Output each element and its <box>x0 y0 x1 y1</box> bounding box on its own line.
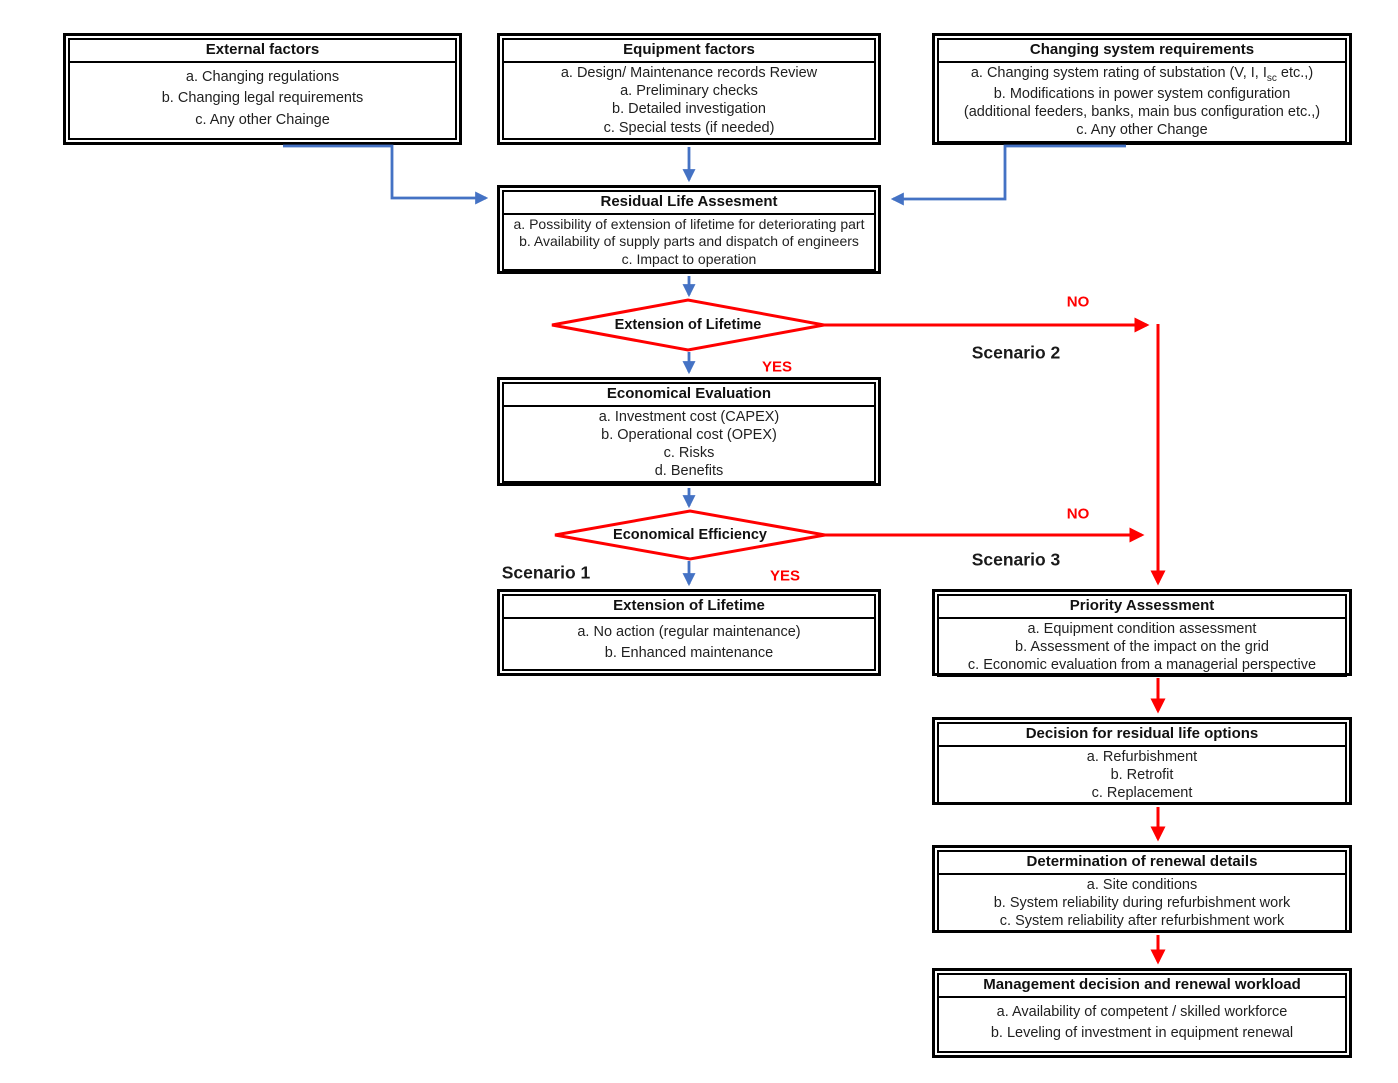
label-no-2: NO <box>1066 505 1090 523</box>
box-item: d. Benefits <box>654 463 724 480</box>
box-item: b. Retrofit <box>1110 766 1174 783</box>
box-item: b. Modifications in power system configu… <box>993 86 1291 103</box>
box-item: c. System reliability after refurbishmen… <box>999 913 1285 929</box>
box-residual-life-title: Residual Life Assesment <box>502 190 876 215</box>
box-decision-residual-life-options: Decision for residual life options a. Re… <box>932 717 1352 806</box>
box-extension-result-title: Extension of Lifetime <box>502 594 876 619</box>
box-item: a. No action (regular maintenance) <box>577 623 801 640</box>
label-scenario-3: Scenario 3 <box>971 549 1061 570</box>
box-item: c. Special tests (if needed) <box>603 119 775 136</box>
box-item: b. Operational cost (OPEX) <box>601 426 777 443</box>
box-item: b. System reliability during refurbishme… <box>993 894 1291 911</box>
box-priority-assessment-title: Priority Assessment <box>937 594 1347 619</box>
box-item: a. Availability of competent / skilled w… <box>996 1003 1288 1020</box>
box-management-title: Management decision and renewal workload <box>937 973 1347 998</box>
connector-changing-to-residual <box>890 144 1126 206</box>
box-item: b. Assessment of the impact on the grid <box>1015 638 1269 655</box>
box-economical-evaluation-body: a. Investment cost (CAPEX) b. Operationa… <box>502 406 876 484</box>
box-item: a. Possibility of extension of lifetime … <box>513 215 865 232</box>
connector-external-to-residual <box>283 144 489 205</box>
box-priority-assessment-body: a. Equipment condition assessment b. Ass… <box>937 618 1347 678</box>
box-changing-system-body: a. Changing system rating of substation … <box>937 62 1347 143</box>
box-item: b. Availability of supply parts and disp… <box>519 233 859 250</box>
box-item: c. Replacement <box>1091 785 1193 801</box>
box-determination-body: a. Site conditions b. System reliability… <box>937 874 1347 934</box>
box-item: c. Economic evaluation from a managerial… <box>967 657 1317 673</box>
box-item: a. Preliminary checks <box>620 83 758 100</box>
box-priority-assessment: Priority Assessment a. Equipment conditi… <box>932 589 1352 678</box>
item-subscript: sc <box>1266 72 1277 84</box>
box-residual-life-assesment: Residual Life Assesment a. Possibility o… <box>497 185 881 274</box>
label-yes-2: YES <box>769 567 801 585</box>
box-changing-system-title: Changing system requirements <box>937 38 1347 63</box>
label-scenario-2: Scenario 2 <box>971 342 1061 363</box>
box-item: a. Refurbishment <box>1086 748 1198 765</box>
box-management-body: a. Availability of competent / skilled w… <box>937 997 1347 1053</box>
label-scenario-1: Scenario 1 <box>501 562 591 583</box>
box-equipment-factors: Equipment factors a. Design/ Maintenance… <box>497 33 881 145</box>
label-yes-1: YES <box>761 358 793 376</box>
box-item: c. Risks <box>663 445 715 461</box>
box-external-factors: External factors a. Changing regulations… <box>63 33 462 145</box>
item-text: a. Changing system rating of substation … <box>970 64 1267 81</box>
box-determination-title: Determination of renewal details <box>937 850 1347 875</box>
box-external-factors-title: External factors <box>68 38 457 63</box>
box-external-factors-body: a. Changing regulations b. Changing lega… <box>68 62 457 140</box>
diamond-economical-efficiency-label: Economical Efficiency <box>613 527 767 543</box>
box-changing-system-requirements: Changing system requirements a. Changing… <box>932 33 1352 145</box>
item-text: etc.,) <box>1276 64 1314 81</box>
box-item: (additional feeders, banks, main bus con… <box>963 104 1321 121</box>
box-item: b. Enhanced maintenance <box>604 644 774 661</box>
box-extension-of-lifetime-result: Extension of Lifetime a. No action (regu… <box>497 589 881 676</box>
box-economical-evaluation-title: Economical Evaluation <box>502 382 876 407</box>
box-determination-renewal-details: Determination of renewal details a. Site… <box>932 845 1352 934</box>
box-item: a. Site conditions <box>1086 876 1198 893</box>
box-equipment-factors-body: a. Design/ Maintenance records Review a.… <box>502 62 876 140</box>
box-item: a. Investment cost (CAPEX) <box>598 408 780 425</box>
box-item: b. Changing legal requirements <box>161 90 364 107</box>
box-item: b. Leveling of investment in equipment r… <box>990 1025 1294 1042</box>
box-decision-title: Decision for residual life options <box>937 722 1347 747</box>
box-item: a. Equipment condition assessment <box>1027 620 1257 637</box>
box-item: c. Any other Change <box>1076 122 1208 139</box>
box-management-decision-renewal-workload: Management decision and renewal workload… <box>932 968 1352 1058</box>
box-extension-result-body: a. No action (regular maintenance) b. En… <box>502 618 876 671</box>
box-item: c. Impact to operation <box>621 250 757 267</box>
box-residual-life-body: a. Possibility of extension of lifetime … <box>502 214 876 272</box>
box-decision-body: a. Refurbishment b. Retrofit c. Replacem… <box>937 746 1347 806</box>
box-item: b. Detailed investigation <box>612 101 766 118</box>
box-item: a. Changing regulations <box>185 68 340 85</box>
diamond-extension-of-lifetime-label: Extension of Lifetime <box>614 317 762 333</box>
box-item: c. Any other Chainge <box>195 112 330 129</box>
box-item: a. Design/ Maintenance records Review <box>560 64 818 81</box>
box-economical-evaluation: Economical Evaluation a. Investment cost… <box>497 377 881 486</box>
box-equipment-factors-title: Equipment factors <box>502 38 876 63</box>
label-no-1: NO <box>1066 293 1090 311</box>
box-item: a. Changing system rating of substation … <box>941 64 1343 85</box>
